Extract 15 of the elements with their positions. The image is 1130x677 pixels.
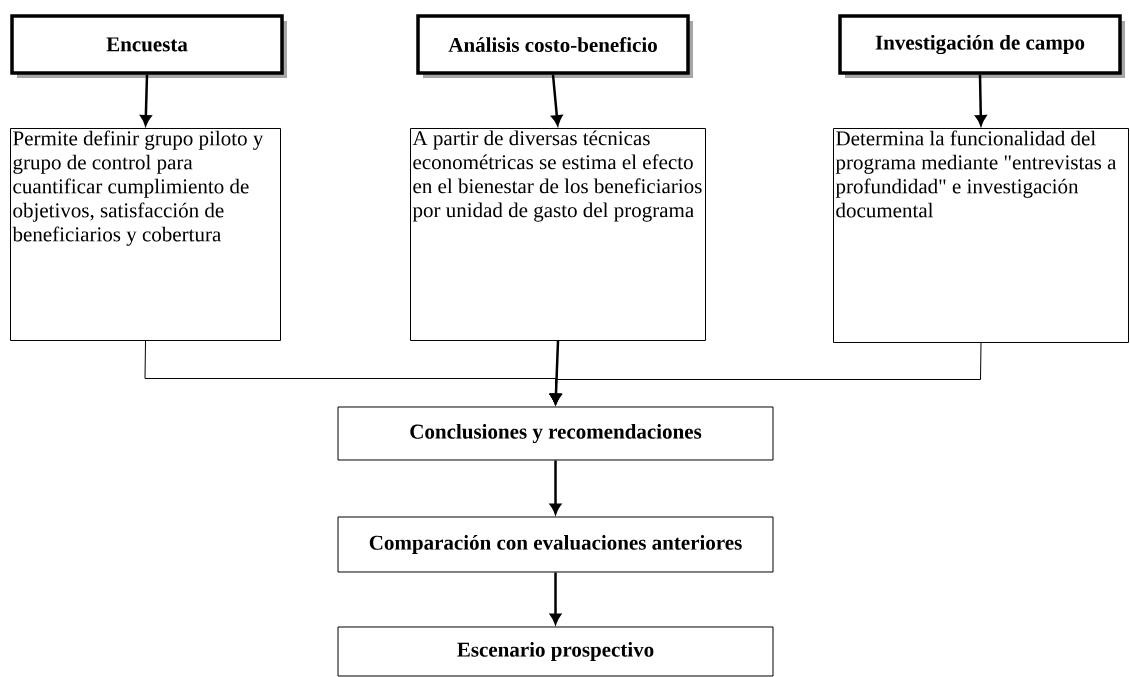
heading-box: Análisis costo-beneficio (416, 14, 693, 78)
process-box: Escenario prospectivo (337, 626, 774, 677)
arrow (549, 572, 562, 625)
arrow (551, 74, 563, 126)
heading-box: Investigación de campo (838, 14, 1125, 78)
heading-box: Encuesta (10, 14, 287, 78)
arrow (140, 74, 152, 126)
description-box: A partir de diversas técnicas econométricas se estima el efecto en el bienestar de los beneficiarios por unidad de gasto del programa (410, 128, 706, 341)
description-box: Permite definir grupo piloto y grupo de control para cuantificar cumplimiento de objetivos, satisfacción de beneficiarios y cobertura (10, 128, 281, 341)
process-box: Comparación con evaluaciones anteriores (337, 516, 774, 573)
connector-line (549, 342, 982, 406)
description-box: Determina la funcionalidad del programa mediante "entrevistas a profundidad" e investigación documental (833, 128, 1129, 343)
arrow (549, 460, 562, 515)
process-box: Conclusiones y recomendaciones (337, 406, 774, 461)
arrow (975, 74, 987, 126)
